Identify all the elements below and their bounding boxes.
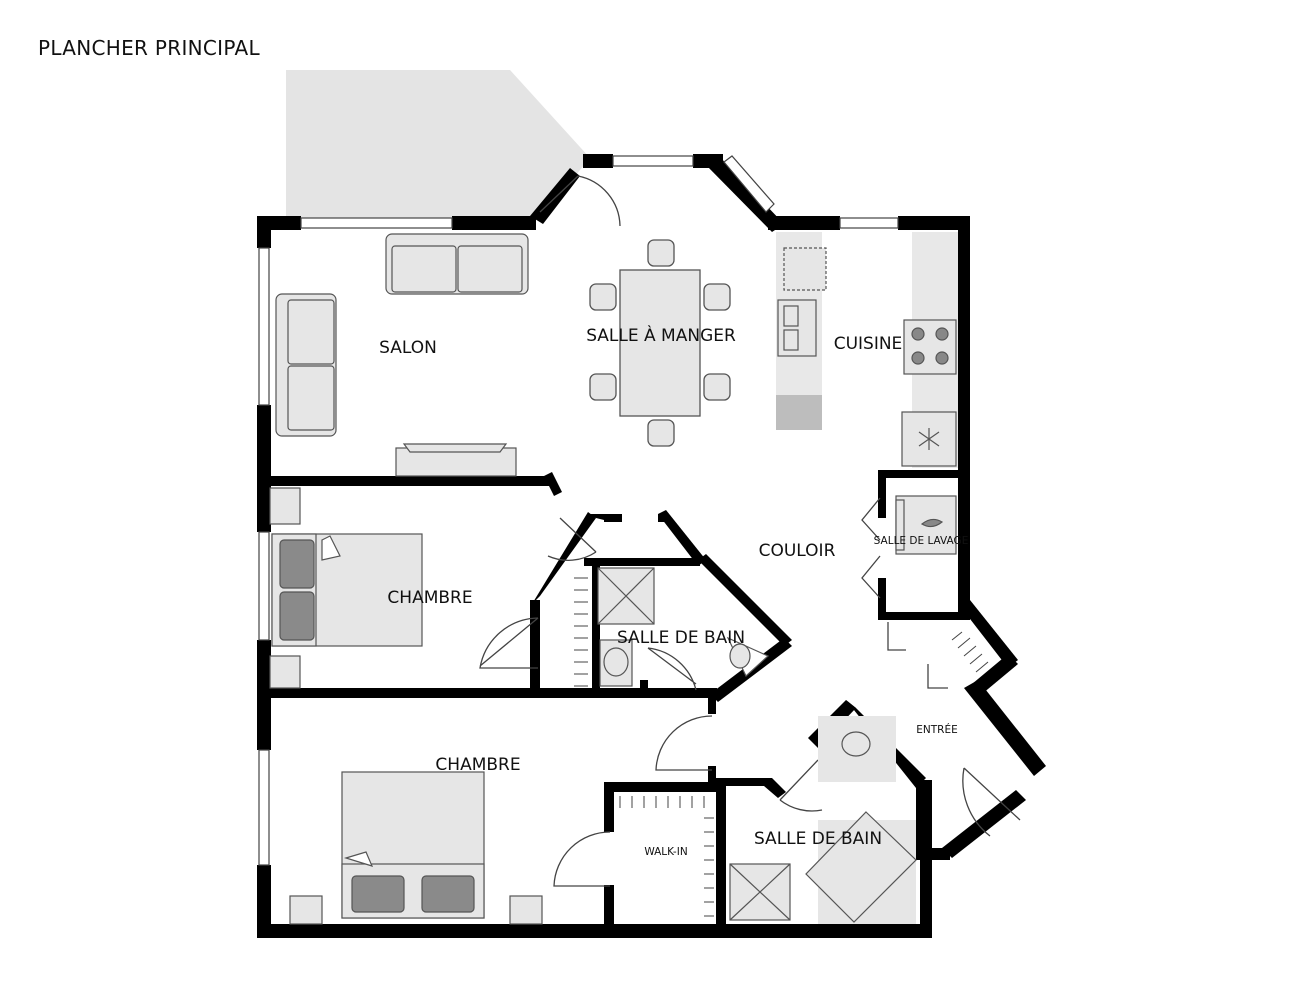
bed-chambre-2 (289, 771, 543, 925)
sofa-top (385, 233, 529, 295)
bath-2-fixtures (729, 716, 917, 924)
bath-1-fixtures (597, 567, 770, 687)
kitchen-appliances (777, 247, 957, 467)
dining-table (589, 239, 731, 447)
windows (258, 155, 899, 866)
bed-chambre-1 (269, 487, 423, 689)
doors (479, 175, 1021, 887)
sofa-left (275, 293, 337, 437)
page-title: PLANCHER PRINCIPAL (38, 36, 260, 60)
island-end (776, 395, 822, 430)
closet-hanging-rods (574, 577, 989, 917)
balcony (286, 70, 590, 218)
tv-stand (395, 443, 517, 477)
washer (895, 495, 957, 555)
